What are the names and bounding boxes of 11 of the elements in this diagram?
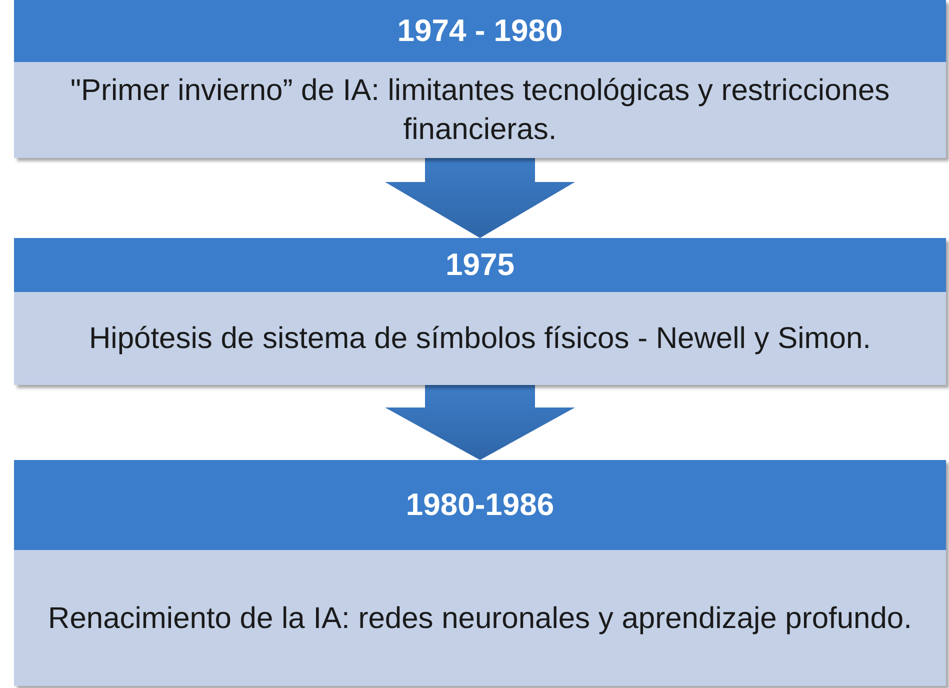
timeline-card (14, 238, 946, 385)
event-description: Hipótesis de sistema de símbolos físicos - Newell y Simon. (14, 292, 946, 385)
year-heading: 1975 (14, 238, 946, 292)
event-description: "Primer invierno” de IA: limitantes tecnológicas y restricciones financieras. (14, 62, 946, 158)
timeline-card (14, 460, 946, 686)
down-arrow (385, 385, 575, 460)
event-description: Renacimiento de la IA: redes neuronales y aprendizaje profundo. (14, 550, 946, 686)
year-heading: 1980-1986 (14, 460, 946, 550)
down-arrow (385, 158, 575, 238)
timeline-card (14, 0, 946, 158)
year-heading: 1974 - 1980 (14, 0, 946, 62)
